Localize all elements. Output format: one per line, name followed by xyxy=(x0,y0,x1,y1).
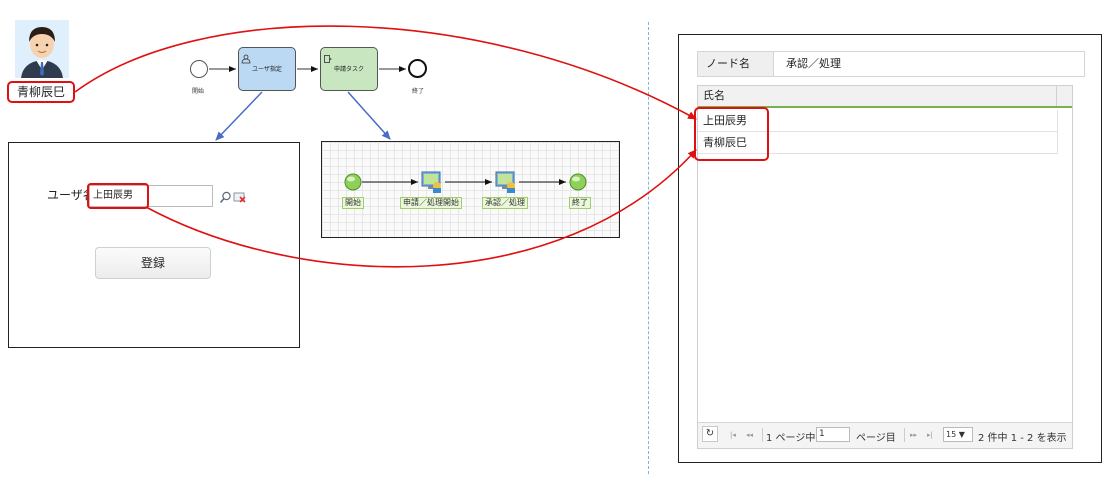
actor-name-label: 青柳辰巳 xyxy=(7,81,75,103)
node-name-row: ノード名 承認／処理 xyxy=(697,51,1085,77)
flow-node-label: 開始 xyxy=(342,197,364,209)
flow-start-icon xyxy=(344,173,362,195)
rows-highlight-box xyxy=(694,107,769,161)
first-page-icon[interactable]: |◂ xyxy=(730,431,736,439)
bpmn-end-caption: 終了 xyxy=(412,88,425,95)
page-prefix-text: 1 ページ中 xyxy=(766,433,816,444)
user-task-icon xyxy=(241,49,251,68)
bpmn-start-event xyxy=(190,60,208,78)
dashed-divider xyxy=(648,22,649,474)
flow-node-label: 承認／処理 xyxy=(482,197,528,209)
table-row[interactable]: 上田辰男 xyxy=(698,110,1058,132)
prev-page-icon[interactable]: ◂◂ xyxy=(746,431,754,439)
node-name-label: ノード名 xyxy=(698,52,774,76)
grid-header[interactable]: 氏名 xyxy=(698,86,1072,108)
user-form-panel: ユーザ名 上田辰男 登録 xyxy=(8,142,300,348)
flow-approve-node-icon xyxy=(494,170,518,198)
flow-node-label: 申請／処理開始 xyxy=(400,197,462,209)
register-button[interactable]: 登録 xyxy=(95,247,211,279)
clear-icon[interactable] xyxy=(233,189,247,208)
script-task-icon xyxy=(323,49,333,68)
bpmn-end-event xyxy=(408,59,427,78)
refresh-icon[interactable]: ↻ xyxy=(702,426,718,442)
bpmn-start-caption: 開始 xyxy=(192,88,205,95)
page-suffix-text: ページ目 xyxy=(856,433,896,444)
search-icon[interactable] xyxy=(219,189,232,208)
user-list-panel: ノード名 承認／処理 氏名 上田辰男 青柳辰巳 ↻ |◂ ◂◂ 1 ページ中 1… xyxy=(678,34,1102,463)
flow-end-icon xyxy=(569,173,587,195)
table-row[interactable]: 青柳辰巳 xyxy=(698,132,1058,154)
rows-per-page-select[interactable]: 15 ▼ xyxy=(943,427,973,442)
bpmn-task-apply-label: 申請タスク xyxy=(333,66,364,73)
record-summary: 2 件中 1 - 2 を表示 xyxy=(978,433,1067,444)
pager-bar: ↻ |◂ ◂◂ 1 ページ中 1 ページ目 ▸▸ ▸| 15 ▼ 2 件中 1 … xyxy=(698,422,1072,448)
user-avatar-icon xyxy=(15,20,69,78)
column-header-name[interactable]: 氏名 xyxy=(703,89,725,102)
bpmn-task-user-label: ユーザ指定 xyxy=(252,66,282,73)
flow-node-label: 終了 xyxy=(569,197,591,209)
flow-apply-node-icon xyxy=(420,170,444,198)
page-number-input[interactable]: 1 xyxy=(816,427,850,442)
last-page-icon[interactable]: ▸| xyxy=(927,431,933,439)
input-highlight-box xyxy=(87,183,149,209)
user-name-label: ユーザ名 xyxy=(47,188,95,202)
next-page-icon[interactable]: ▸▸ xyxy=(910,431,918,439)
workflow-diagram-panel: 開始 申請／処理開始 承認／処理 終了 xyxy=(321,141,620,238)
node-name-value: 承認／処理 xyxy=(786,57,841,70)
user-grid: 氏名 上田辰男 青柳辰巳 ↻ |◂ ◂◂ 1 ページ中 1 ページ目 ▸▸ ▸|… xyxy=(697,85,1073,449)
